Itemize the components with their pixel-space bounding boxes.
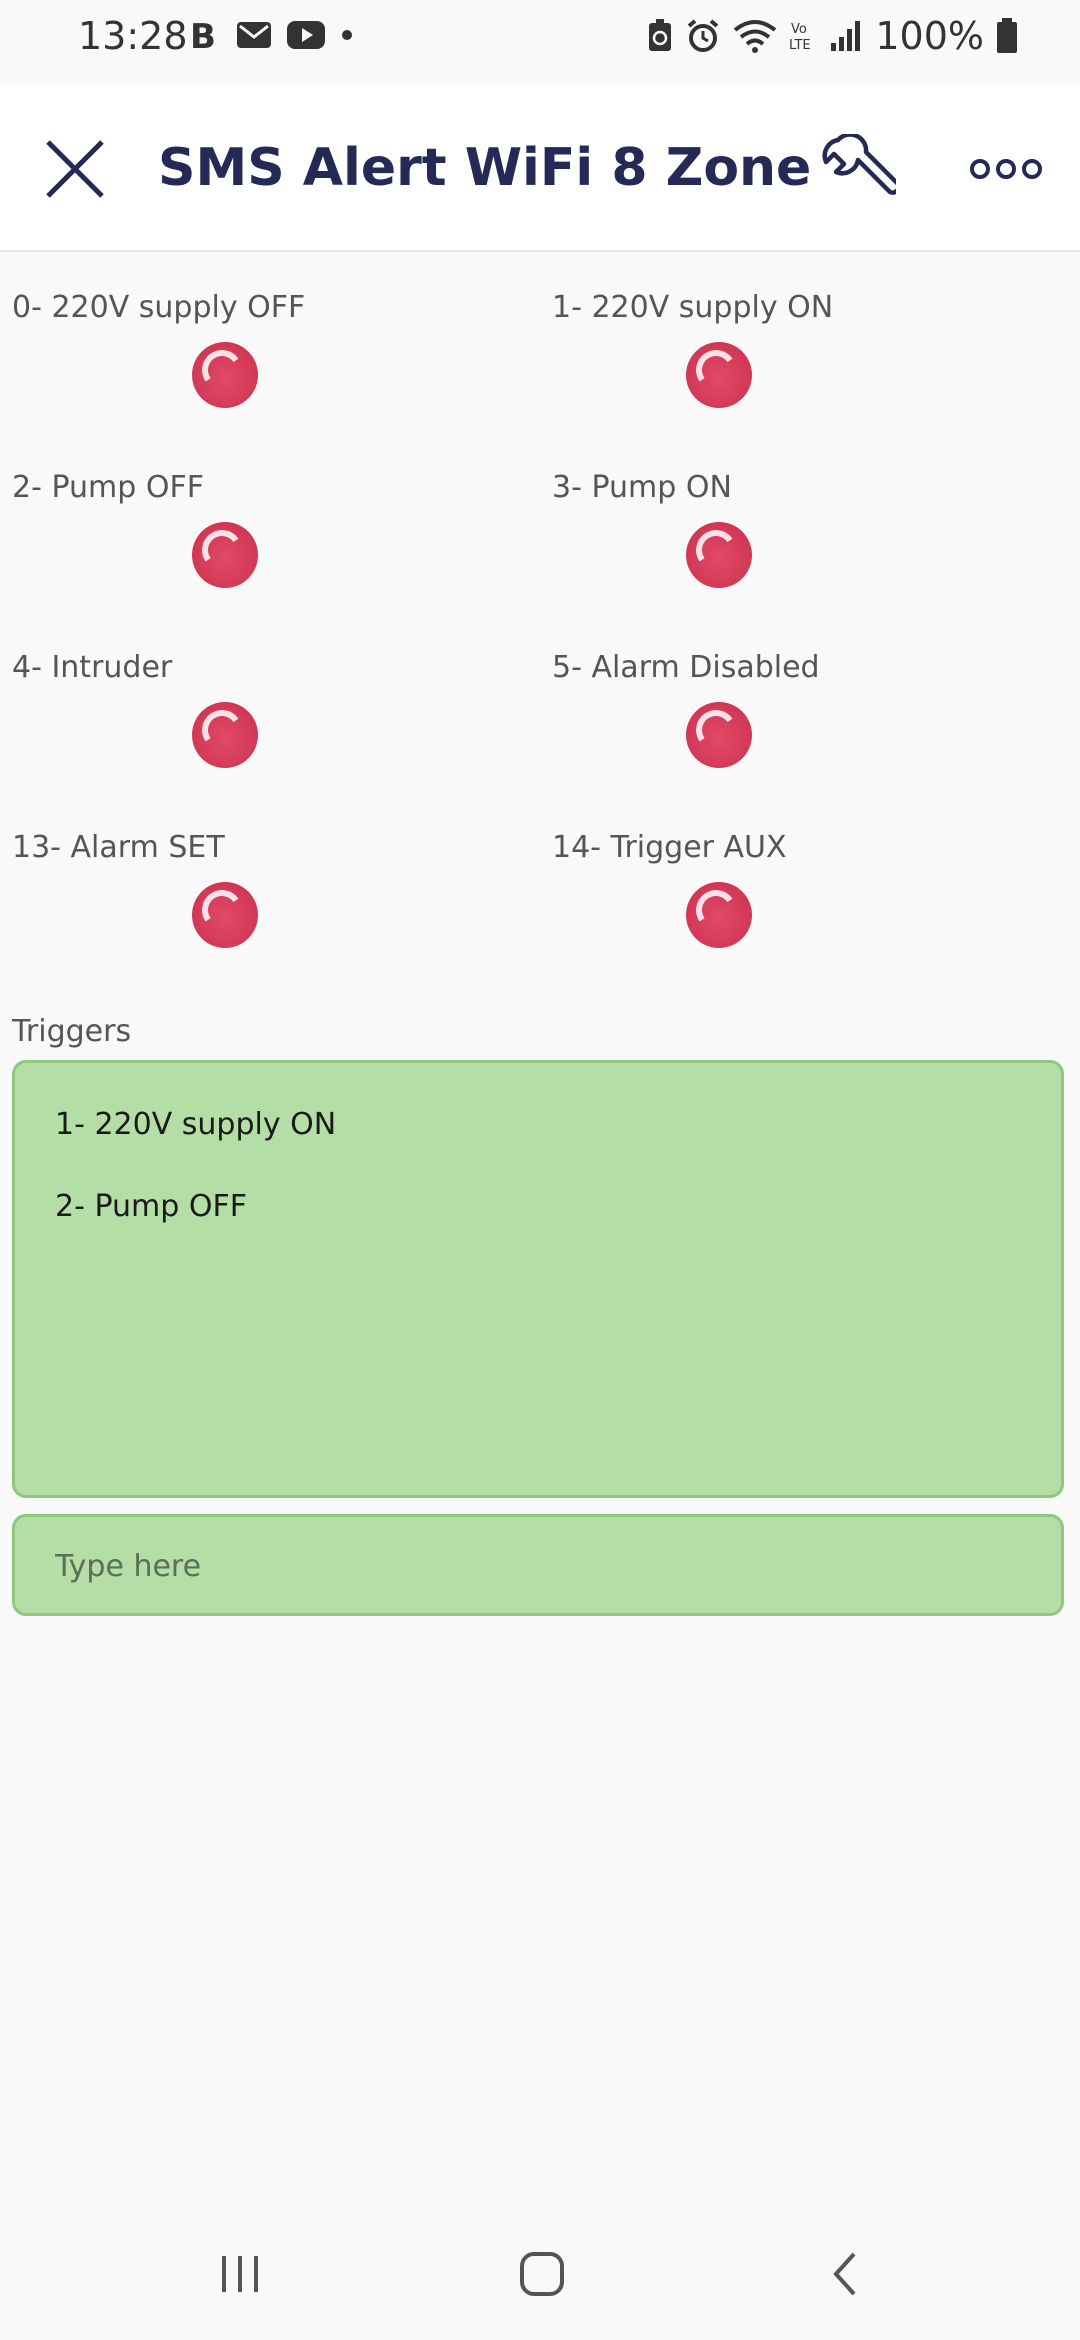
- led-shine: [198, 346, 246, 394]
- led-item-1: 1- 220V supply ON: [552, 290, 1072, 470]
- led-item-5: 5- Alarm Disabled: [552, 650, 1072, 830]
- wifi-icon: [734, 20, 777, 53]
- trigger-line: 1- 220V supply ON: [55, 1107, 337, 1142]
- led-label: 0- 220V supply OFF: [12, 290, 306, 325]
- status-bar: 13:28 B: [0, 0, 1080, 84]
- svg-text:LTE: LTE: [789, 38, 811, 53]
- led-indicator[interactable]: [686, 342, 752, 408]
- led-shine: [198, 526, 246, 574]
- led-label: 2- Pump OFF: [12, 470, 204, 505]
- message-input-container: [12, 1514, 1064, 1616]
- wrench-icon[interactable]: [820, 134, 896, 210]
- led-shine: [692, 526, 740, 574]
- led-item-0: 0- 220V supply OFF: [12, 290, 532, 470]
- led-indicator[interactable]: [192, 342, 258, 408]
- close-icon[interactable]: [40, 134, 110, 204]
- mail-icon: [237, 22, 271, 48]
- battery-percent: 100%: [875, 14, 984, 58]
- status-right: Vo LTE 100%: [647, 14, 1018, 58]
- status-left-icons: B: [190, 18, 354, 52]
- led-indicator[interactable]: [686, 882, 752, 948]
- led-shine: [692, 346, 740, 394]
- led-item-2: 2- Pump OFF: [12, 470, 532, 650]
- recent-apps-icon[interactable]: [218, 2250, 262, 2298]
- triggers-box: 1- 220V supply ON 2- Pump OFF: [12, 1060, 1064, 1498]
- dot-icon: [342, 30, 352, 40]
- led-shine: [198, 886, 246, 934]
- svg-text:Vo: Vo: [791, 22, 807, 37]
- status-time: 13:28: [78, 14, 188, 58]
- home-icon[interactable]: [518, 2250, 566, 2298]
- battery-icon: [997, 18, 1017, 53]
- triggers-label: Triggers: [12, 1014, 132, 1049]
- system-nav-bar: [0, 2214, 1080, 2340]
- led-label: 13- Alarm SET: [12, 830, 225, 865]
- led-label: 5- Alarm Disabled: [552, 650, 820, 685]
- b-icon: B: [190, 18, 216, 52]
- led-indicator[interactable]: [192, 522, 258, 588]
- svg-text:B: B: [190, 18, 216, 52]
- message-input[interactable]: [53, 1517, 1017, 1615]
- led-item-6: 13- Alarm SET: [12, 830, 532, 1010]
- more-options-icon[interactable]: [970, 144, 1042, 194]
- led-indicator[interactable]: [686, 522, 752, 588]
- led-item-4: 4- Intruder: [12, 650, 532, 830]
- led-item-7: 14- Trigger AUX: [552, 830, 1072, 1010]
- led-shine: [692, 886, 740, 934]
- signal-icon: [831, 21, 861, 51]
- app-bar: SMS Alert WiFi 8 Zone: [0, 84, 1080, 252]
- battery-saver-icon: [649, 19, 672, 51]
- led-label: 1- 220V supply ON: [552, 290, 834, 325]
- alarm-icon: [688, 19, 719, 52]
- led-indicator[interactable]: [686, 702, 752, 768]
- volte-icon: Vo LTE: [789, 22, 811, 53]
- led-item-3: 3- Pump ON: [552, 470, 1072, 650]
- led-indicator[interactable]: [192, 882, 258, 948]
- led-shine: [198, 706, 246, 754]
- youtube-icon: [287, 21, 325, 49]
- led-label: 14- Trigger AUX: [552, 830, 787, 865]
- page-title: SMS Alert WiFi 8 Zone: [158, 138, 812, 198]
- trigger-line: 2- Pump OFF: [55, 1189, 247, 1224]
- led-shine: [692, 706, 740, 754]
- led-label: 4- Intruder: [12, 650, 173, 685]
- led-label: 3- Pump ON: [552, 470, 732, 505]
- back-icon[interactable]: [828, 2250, 862, 2298]
- led-indicator[interactable]: [192, 702, 258, 768]
